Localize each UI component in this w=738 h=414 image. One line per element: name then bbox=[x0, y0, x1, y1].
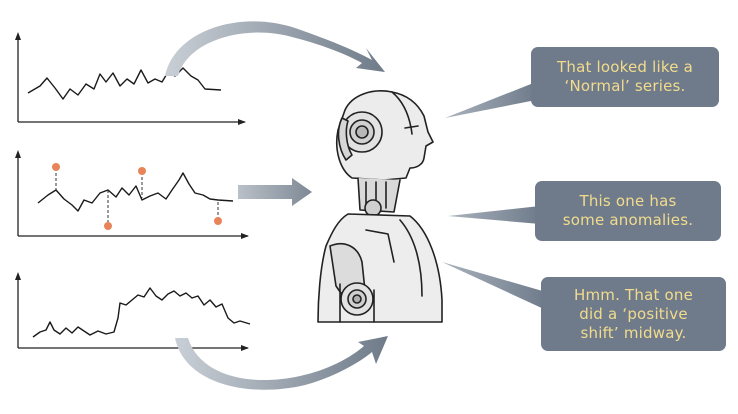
bubble-text-anomalies: This one has some anomalies. bbox=[535, 192, 721, 230]
bubble-line: did a ‘positive bbox=[579, 305, 688, 323]
series-line bbox=[37, 172, 234, 212]
robot-icon bbox=[317, 90, 443, 323]
bubble-body bbox=[541, 277, 726, 351]
bubble-pointer bbox=[442, 262, 546, 310]
bubble-line: That looked like a bbox=[557, 58, 693, 76]
series-line bbox=[27, 67, 222, 100]
speech-bubble-anomalies bbox=[448, 181, 721, 241]
series-chart-anomalies bbox=[15, 150, 249, 239]
anomaly-dot bbox=[214, 217, 222, 225]
straight-arrow-icon bbox=[238, 178, 312, 206]
series-chart-shift bbox=[15, 272, 251, 351]
y-axis-arrowhead bbox=[15, 272, 21, 280]
bubble-body bbox=[535, 181, 721, 241]
anomaly-dot bbox=[52, 163, 60, 171]
series-line bbox=[32, 287, 251, 338]
x-axis-arrowhead bbox=[241, 233, 249, 239]
y-axis-arrowhead bbox=[15, 32, 21, 40]
bubble-body bbox=[531, 47, 719, 107]
anomaly-dot bbox=[138, 167, 146, 175]
bubble-line: some anomalies. bbox=[562, 211, 694, 229]
bubble-line: Hmm. That one bbox=[573, 286, 694, 304]
bubble-text-shift: Hmm. That one did a ‘positive shift’ mid… bbox=[541, 286, 726, 343]
speech-bubble-normal bbox=[445, 47, 719, 118]
curved-arrow-icon bbox=[165, 21, 385, 76]
bubble-pointer bbox=[448, 206, 540, 224]
curved-arrow-icon bbox=[175, 336, 388, 390]
x-axis-arrowhead bbox=[241, 345, 249, 351]
anomaly-dot bbox=[104, 222, 112, 230]
series-chart-normal bbox=[15, 32, 246, 125]
y-axis-arrowhead bbox=[15, 150, 21, 158]
bubble-pointer bbox=[445, 82, 536, 118]
bubble-line: shift’ midway. bbox=[580, 324, 687, 342]
x-axis-arrowhead bbox=[238, 119, 246, 125]
bubble-line: This one has bbox=[579, 192, 677, 210]
speech-bubble-shift bbox=[442, 262, 726, 351]
bubble-text-normal: That looked like a ‘Normal’ series. bbox=[531, 58, 719, 96]
bubble-line: ‘Normal’ series. bbox=[564, 77, 686, 95]
